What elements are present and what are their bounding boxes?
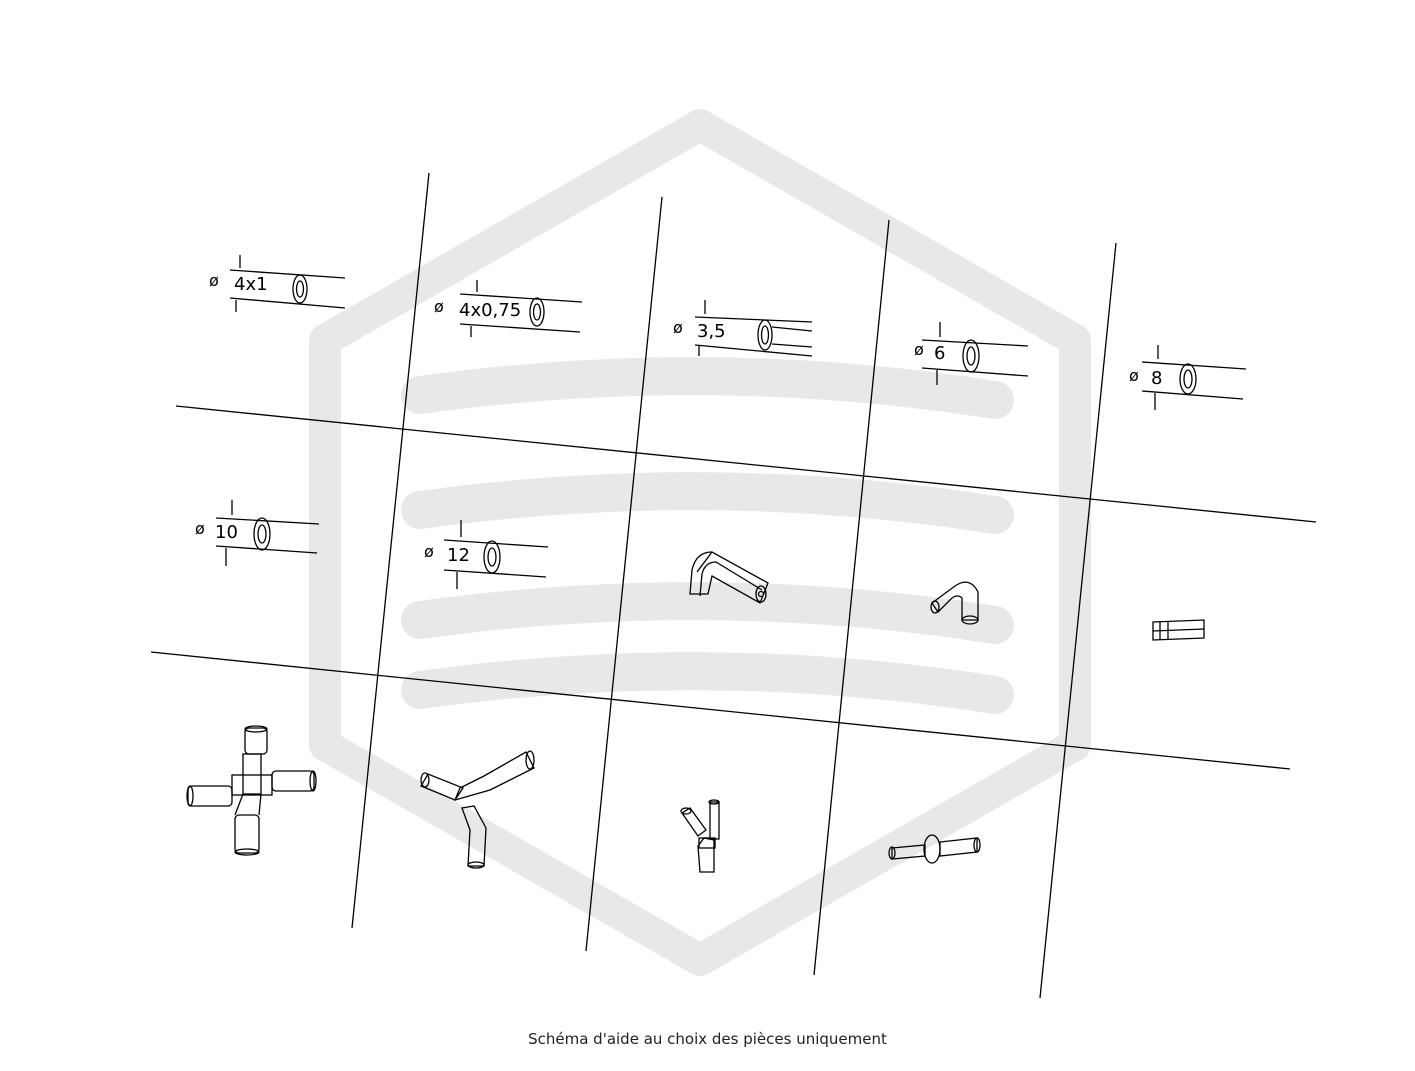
elbow-fitting bbox=[689, 551, 769, 604]
tube-12: ø 12 bbox=[424, 520, 549, 589]
tube-label-8: 8 bbox=[1151, 368, 1162, 389]
grid-lines bbox=[150, 172, 1317, 999]
tube-label-3-5: 3,5 bbox=[697, 321, 726, 342]
grid-line-h2 bbox=[150, 651, 1291, 770]
diameter-symbol: ø bbox=[1129, 366, 1139, 385]
watermark-logo bbox=[309, 109, 1091, 976]
grid-line-v1 bbox=[351, 172, 430, 929]
y-branch-fitting bbox=[680, 799, 720, 873]
diameter-symbol: ø bbox=[195, 519, 205, 538]
diameter-symbol: ø bbox=[209, 271, 219, 290]
square-connector-fitting bbox=[1152, 619, 1205, 641]
diameter-symbol: ø bbox=[673, 318, 683, 337]
tube-4x1: ø 4x1 bbox=[209, 255, 346, 312]
diameter-symbol: ø bbox=[434, 297, 444, 316]
grid-line-v2 bbox=[585, 196, 663, 952]
grid-line-h1 bbox=[175, 405, 1317, 523]
tube-label-6: 6 bbox=[934, 343, 945, 364]
tube-4x0-75: ø 4x0,75 bbox=[434, 280, 583, 337]
tube-label-4x1: 4x1 bbox=[234, 274, 268, 295]
tube-3-5: ø 3,5 bbox=[673, 300, 813, 357]
diameter-symbol: ø bbox=[424, 542, 434, 561]
tube-8: ø 8 bbox=[1129, 345, 1247, 410]
tube-label-4x0-75: 4x0,75 bbox=[459, 300, 521, 321]
diameter-symbol: ø bbox=[914, 340, 924, 359]
bent-hose-fitting bbox=[930, 581, 979, 625]
tube-6: ø 6 bbox=[914, 322, 1029, 385]
grid-line-v4 bbox=[1039, 242, 1117, 999]
y-connector-fitting bbox=[420, 750, 535, 869]
cross-fitting bbox=[186, 725, 317, 856]
bulkhead-connector-fitting bbox=[888, 834, 981, 864]
tube-10: ø 10 bbox=[195, 500, 320, 566]
caption: Schéma d'aide au choix des pièces unique… bbox=[528, 1030, 887, 1048]
grid-line-v3 bbox=[813, 219, 890, 976]
tube-label-12: 12 bbox=[447, 545, 470, 566]
tube-label-10: 10 bbox=[215, 522, 238, 543]
